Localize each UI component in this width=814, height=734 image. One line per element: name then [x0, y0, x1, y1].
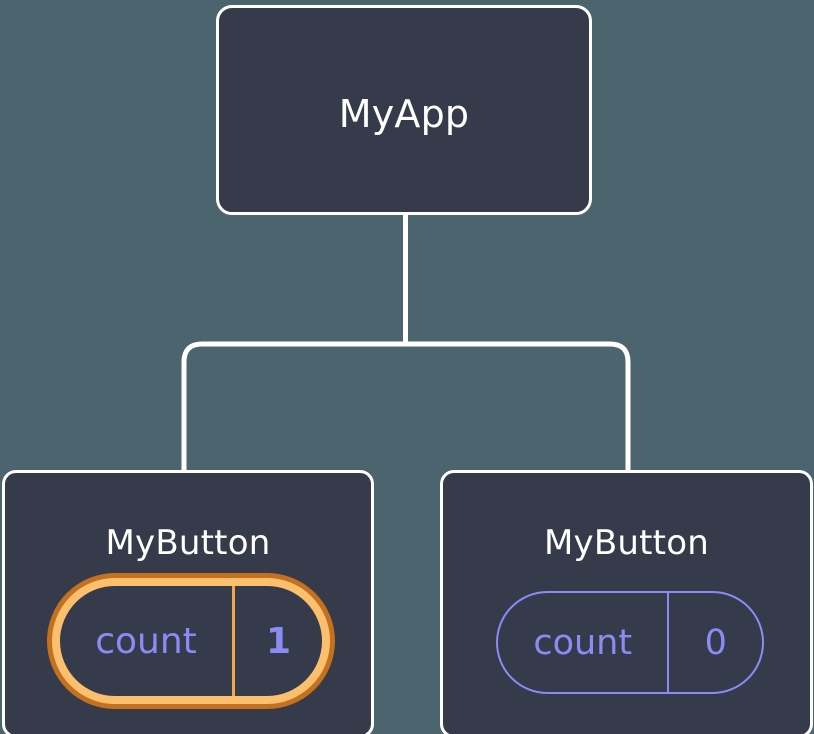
- state-pill-count-left[interactable]: count 1: [47, 573, 335, 709]
- state-pill-count-right[interactable]: count 0: [496, 591, 764, 694]
- node-mybutton-left[interactable]: MyButton count 1: [2, 470, 374, 734]
- state-key-label: count: [60, 586, 235, 696]
- node-mybutton-right[interactable]: MyButton count 0: [440, 470, 813, 734]
- state-value-label: 1: [265, 620, 292, 662]
- edge-branch-bar: [181, 341, 631, 473]
- node-mybutton-right-label: MyButton: [544, 523, 709, 563]
- state-key-label: count: [498, 593, 670, 692]
- node-mybutton-left-label: MyButton: [105, 523, 271, 563]
- state-value-label: 0: [704, 622, 727, 663]
- node-myapp-label: MyApp: [338, 92, 470, 136]
- node-myapp[interactable]: MyApp: [216, 5, 592, 215]
- state-pill-inner: count 1: [60, 586, 322, 696]
